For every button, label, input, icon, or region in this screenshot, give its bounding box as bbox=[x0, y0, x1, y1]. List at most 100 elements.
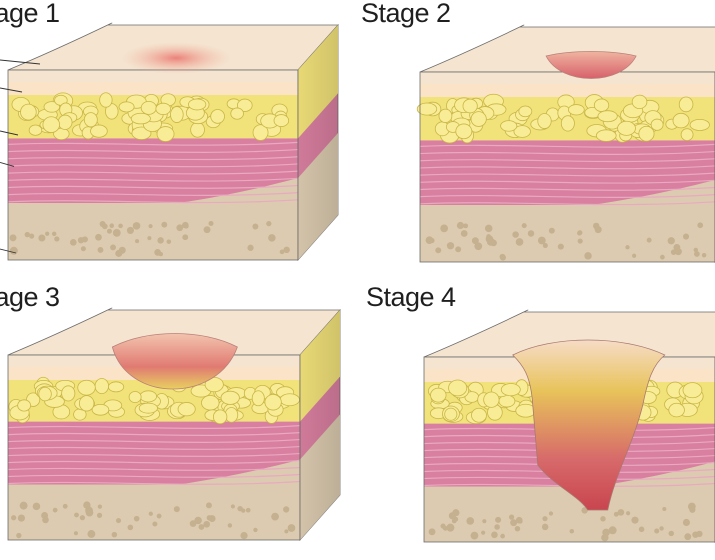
muscle-fibre bbox=[419, 150, 715, 155]
fat-cell bbox=[220, 390, 240, 405]
bone-texture bbox=[602, 528, 610, 537]
muscle-fibre bbox=[7, 163, 299, 168]
bone-texture bbox=[205, 502, 212, 509]
fat-cell bbox=[264, 394, 282, 411]
stage-2-block bbox=[416, 24, 715, 264]
bone-texture bbox=[62, 503, 68, 509]
bone-texture bbox=[694, 251, 700, 257]
bone-texture bbox=[631, 516, 639, 524]
bone-texture bbox=[132, 222, 141, 230]
bone-texture bbox=[148, 511, 153, 516]
bone-texture bbox=[548, 511, 554, 516]
label-leader-line bbox=[0, 130, 19, 136]
bone-texture bbox=[682, 233, 690, 240]
bone-texture bbox=[32, 502, 41, 511]
fat-cell bbox=[500, 383, 521, 397]
bone-texture bbox=[500, 254, 506, 261]
fat-cell bbox=[90, 124, 108, 138]
bone-texture bbox=[662, 507, 667, 512]
bone-texture bbox=[466, 517, 475, 525]
bone-texture bbox=[148, 224, 153, 229]
stage-3-title: Stage 3 bbox=[0, 282, 60, 312]
bone-texture bbox=[577, 230, 582, 236]
fat-cell bbox=[680, 128, 694, 141]
bone-texture bbox=[87, 530, 96, 538]
fat-cell bbox=[279, 393, 300, 407]
fat-cell bbox=[513, 125, 531, 138]
muscle-fibre bbox=[419, 201, 715, 206]
full-thickness-ulcer bbox=[111, 333, 238, 390]
bone-texture bbox=[176, 224, 184, 232]
bone-texture bbox=[463, 223, 469, 229]
fat-cell bbox=[204, 376, 224, 393]
bone-texture bbox=[569, 528, 575, 534]
bone-texture bbox=[279, 249, 285, 255]
fat-cell bbox=[78, 395, 95, 412]
bone-texture bbox=[253, 527, 258, 533]
bone-texture bbox=[96, 512, 103, 518]
muscle-fibre bbox=[419, 158, 715, 163]
bone-texture bbox=[626, 511, 631, 516]
label-leader-line bbox=[0, 161, 15, 167]
bone-texture bbox=[674, 248, 682, 256]
muscle-fibre bbox=[7, 452, 301, 457]
bone-texture bbox=[38, 234, 46, 242]
bone-texture bbox=[111, 531, 118, 538]
muscle-fibre bbox=[7, 473, 301, 478]
bone-texture bbox=[632, 253, 637, 258]
bone-texture bbox=[203, 226, 211, 234]
bone-texture bbox=[548, 227, 555, 234]
epidermis-layer bbox=[420, 72, 715, 84]
fat-cell bbox=[105, 103, 119, 120]
dermis-layer bbox=[8, 82, 298, 95]
bone-texture bbox=[80, 246, 86, 252]
fat-cell bbox=[201, 395, 220, 411]
bone-texture bbox=[42, 516, 49, 524]
bone-texture bbox=[182, 234, 189, 241]
bone-texture bbox=[646, 237, 652, 243]
bone-texture bbox=[133, 515, 140, 522]
fat-cell bbox=[177, 402, 196, 417]
bone-texture bbox=[97, 247, 104, 253]
bone-texture bbox=[625, 245, 630, 250]
muscle-fibre bbox=[7, 148, 299, 153]
fat-cell bbox=[130, 112, 151, 125]
bone-texture bbox=[152, 521, 158, 527]
bone-texture bbox=[581, 507, 588, 514]
bone-texture bbox=[268, 234, 276, 242]
bone-texture bbox=[440, 224, 448, 233]
fat-cell bbox=[170, 106, 184, 123]
deep-ulcer bbox=[512, 339, 666, 511]
fat-cell bbox=[237, 98, 253, 112]
fat-cell bbox=[77, 379, 96, 396]
fat-cell bbox=[470, 111, 487, 127]
bone-texture bbox=[448, 512, 457, 520]
bone-texture bbox=[491, 531, 498, 539]
bone-texture bbox=[668, 530, 674, 537]
fat-cell bbox=[650, 118, 664, 131]
bone-texture bbox=[446, 523, 455, 532]
fat-cell bbox=[537, 113, 552, 129]
bone-texture bbox=[97, 504, 103, 509]
bone-texture bbox=[206, 515, 213, 521]
label-leader-line bbox=[0, 59, 41, 65]
bone-texture bbox=[83, 501, 91, 509]
fat-cell bbox=[455, 123, 473, 140]
fat-cell bbox=[156, 126, 175, 142]
bone-texture bbox=[9, 246, 18, 255]
fat-cell bbox=[631, 94, 648, 110]
bone-texture bbox=[471, 237, 479, 245]
fat-cell bbox=[94, 378, 109, 394]
bone-texture bbox=[481, 530, 486, 535]
bone-texture bbox=[112, 228, 121, 237]
bone-texture bbox=[455, 246, 462, 253]
label-leader-line bbox=[0, 248, 17, 254]
fat-cell bbox=[638, 125, 655, 142]
bone-texture bbox=[271, 512, 279, 521]
fat-cell bbox=[140, 100, 157, 115]
bone-texture bbox=[541, 523, 549, 531]
bone-texture bbox=[74, 512, 79, 518]
shallow-ulcer bbox=[545, 51, 637, 79]
bone-texture bbox=[73, 531, 78, 536]
muscle-fibre bbox=[7, 177, 299, 182]
